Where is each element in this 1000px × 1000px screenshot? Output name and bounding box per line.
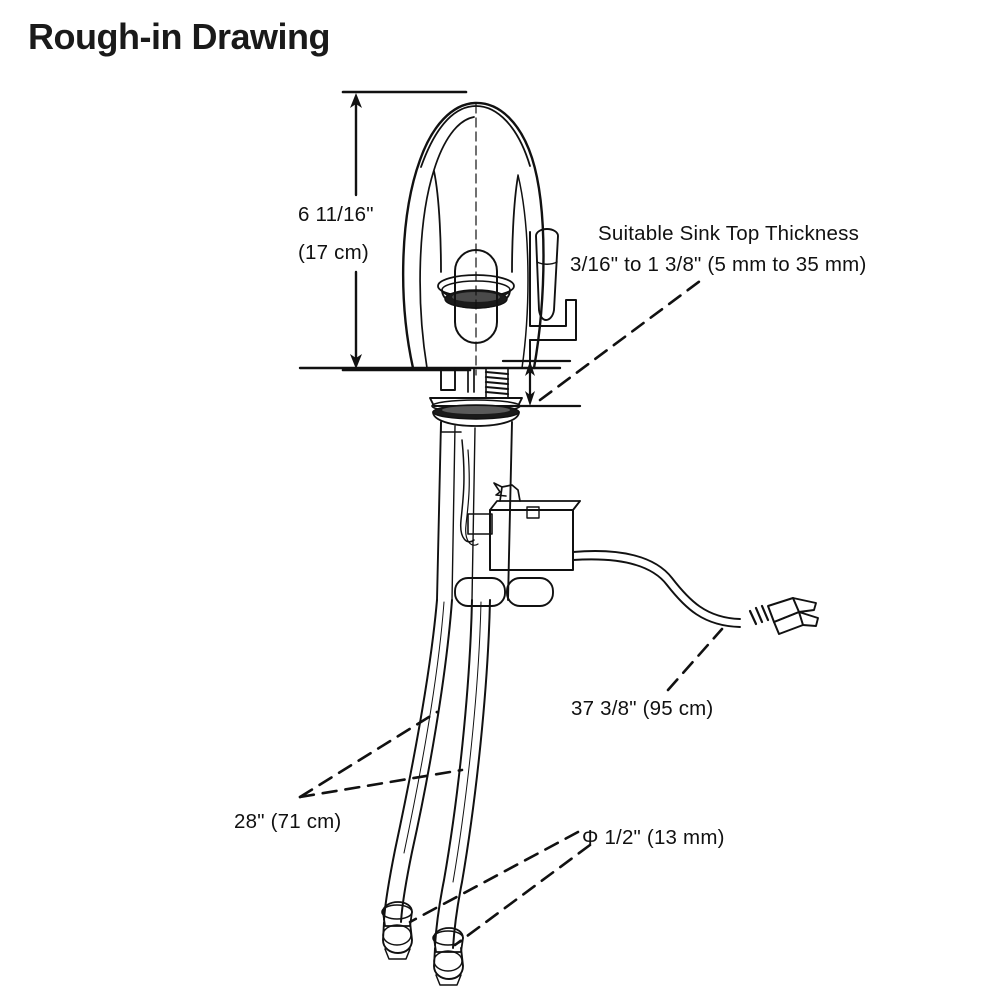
leader-diameter-right — [453, 843, 592, 947]
sink-thickness-dimension — [501, 359, 582, 408]
threaded-mounting-rod — [484, 367, 510, 399]
hose-end-fittings — [381, 901, 464, 986]
leader-diameter-left — [408, 830, 580, 924]
height-dimension-imperial: 6 11/16" — [298, 203, 374, 226]
box-connector — [493, 482, 540, 519]
leader-lines — [298, 279, 724, 947]
solenoid-control-box — [467, 482, 581, 571]
hose-length-label: 28" (71 cm) — [234, 810, 342, 833]
mounting-bracket — [454, 577, 554, 607]
sink-thickness-caption: Suitable Sink Top Thickness — [598, 222, 860, 245]
supply-hoses — [383, 599, 491, 949]
height-dimension — [341, 90, 472, 372]
page-title: Rough-in Drawing — [28, 16, 330, 57]
leader-hose-upper — [298, 710, 439, 799]
leader-hose-lower — [298, 768, 464, 799]
mounting-assembly — [429, 367, 523, 427]
leader-sink-thickness — [538, 279, 702, 402]
mounting-nut — [432, 404, 520, 420]
height-dimension-metric: (17 cm) — [298, 241, 369, 264]
leader-cable — [666, 627, 724, 692]
faucet-body — [402, 101, 545, 370]
ac-power-plug — [748, 597, 819, 635]
hose-diameter-label: Φ 1/2" (13 mm) — [582, 826, 725, 849]
power-cable — [572, 550, 741, 628]
cable-length-label: 37 3/8" (95 cm) — [571, 697, 714, 720]
mounting-shank-tube — [436, 421, 513, 601]
sink-thickness-range: 3/16" to 1 3/8" (5 mm to 35 mm) — [570, 253, 867, 276]
infrared-sensor-window — [454, 249, 498, 344]
